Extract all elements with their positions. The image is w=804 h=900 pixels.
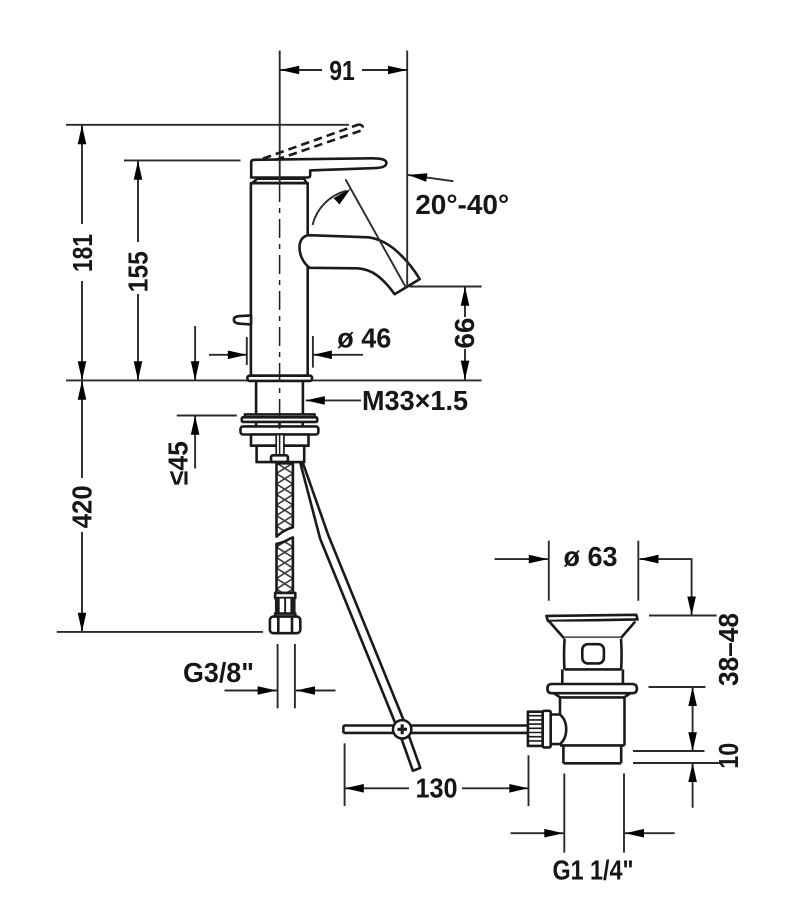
svg-text:38–48: 38–48 (713, 613, 744, 686)
svg-text:20°-40°: 20°-40° (415, 189, 509, 220)
svg-text:155: 155 (122, 251, 153, 292)
svg-text:G1 1/4": G1 1/4" (553, 855, 634, 886)
svg-text:130: 130 (416, 773, 458, 804)
svg-text:G3/8": G3/8" (183, 657, 254, 688)
svg-text:91: 91 (329, 55, 355, 86)
svg-text:ø 46: ø 46 (337, 323, 391, 354)
svg-text:≤45: ≤45 (163, 441, 194, 485)
svg-text:10: 10 (713, 743, 744, 769)
svg-text:181: 181 (67, 234, 98, 272)
svg-text:ø 63: ø 63 (564, 541, 618, 572)
svg-text:M33×1.5: M33×1.5 (362, 385, 468, 416)
svg-text:420: 420 (67, 485, 98, 528)
svg-text:66: 66 (449, 318, 480, 349)
